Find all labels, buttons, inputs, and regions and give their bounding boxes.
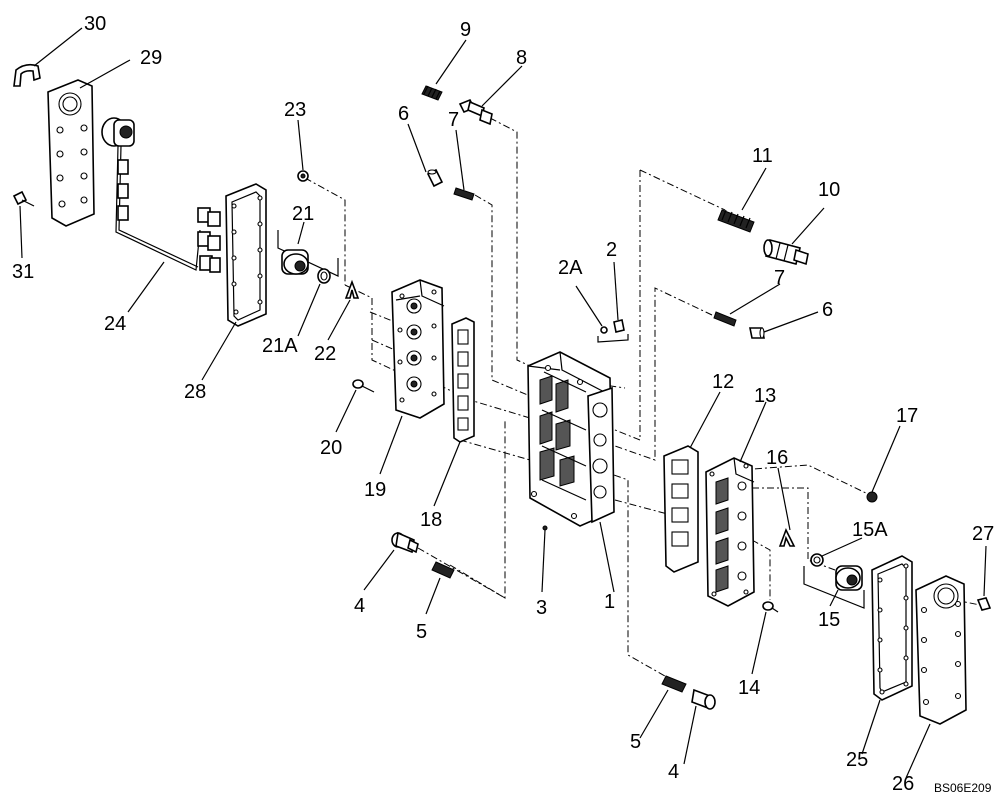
figure-code: BS06E209: [934, 781, 992, 795]
part-9-spring: [421, 85, 443, 101]
callout-25: 25: [846, 749, 868, 771]
part-13-valve-body: [705, 457, 755, 607]
callout-15: 15: [818, 609, 840, 631]
callout-10: 10: [818, 179, 840, 201]
callout-14: 14: [738, 677, 760, 699]
callout-2a: 2A: [558, 257, 583, 279]
callout-5-left: 5: [416, 621, 427, 643]
part-24-harness: [101, 117, 221, 273]
callout-20: 20: [320, 437, 342, 459]
callout-21a: 21A: [262, 335, 298, 357]
part-26-cover-plate: [915, 575, 967, 725]
callout-12: 12: [712, 371, 734, 393]
part-4-plug-bottom: [691, 688, 716, 710]
part-21a-o-ring: [317, 268, 331, 284]
callout-6-upper: 6: [398, 103, 409, 125]
callout-31: 31: [12, 261, 34, 283]
part-2a-ball: [600, 326, 608, 334]
callout-26: 26: [892, 773, 914, 795]
callout-bracket-2: [597, 334, 629, 343]
callout-5-bottom: 5: [630, 731, 641, 753]
part-20-screw: [352, 379, 375, 393]
part-18-separator-plate: [451, 317, 475, 443]
callout-8: 8: [516, 47, 527, 69]
callout-9: 9: [460, 19, 471, 41]
part-11-spring: [717, 209, 755, 233]
callout-30: 30: [84, 13, 106, 35]
part-4-plug: [391, 531, 419, 554]
callout-13: 13: [754, 385, 776, 407]
part-15a-o-ring: [810, 553, 824, 567]
part-10-valve-spool: [763, 239, 809, 266]
part-27-bolt: [976, 597, 992, 611]
callout-16: 16: [766, 447, 788, 469]
callout-17: 17: [896, 405, 918, 427]
part-15-solenoid: [803, 565, 865, 609]
part-6-plug: [426, 168, 444, 188]
leader-lines: [19, 27, 987, 779]
callout-11: 11: [752, 145, 773, 167]
callout-21: 21: [292, 203, 314, 225]
callout-28: 28: [184, 381, 206, 403]
part-7-spring-right: [713, 311, 737, 327]
callout-labels: 30 29 31 24 28 23 21 21A 22 20 19 18 4 5…: [12, 13, 994, 795]
callout-19: 19: [364, 479, 386, 501]
part-19-valve-body: [391, 279, 445, 419]
callout-18: 18: [420, 509, 442, 531]
part-29-cover-plate: [47, 79, 95, 227]
part-7-spring: [453, 187, 475, 201]
callout-6-right: 6: [822, 299, 833, 321]
part-1-main-valve-body: [527, 351, 615, 527]
part-2-plug: [613, 319, 625, 333]
part-6-plug-right: [749, 327, 765, 339]
assembly-lines: [304, 117, 981, 681]
part-31-bolt: [12, 190, 35, 207]
callout-7-right: 7: [774, 267, 785, 289]
callout-29: 29: [140, 47, 162, 69]
part-17-plug: [866, 491, 878, 503]
part-14-screw: [762, 601, 779, 613]
callout-2: 2: [606, 239, 617, 261]
callout-1: 1: [604, 591, 615, 613]
callout-22: 22: [314, 343, 336, 365]
part-3-pin: [542, 525, 548, 531]
callout-27: 27: [972, 523, 994, 545]
part-25-gasket: [871, 555, 913, 701]
callout-23: 23: [284, 99, 306, 121]
part-30-clip: [13, 63, 41, 87]
part-21-solenoid: [277, 230, 339, 277]
callout-7-upper: 7: [448, 109, 459, 131]
part-5-spring-bottom: [661, 675, 687, 693]
part-12-separator-plate: [663, 445, 699, 573]
callout-3: 3: [536, 597, 547, 619]
part-22-clip: [344, 279, 360, 299]
part-28-gasket: [225, 183, 267, 327]
part-8-valve: [458, 98, 493, 126]
callout-4-bottom: 4: [668, 761, 679, 783]
part-5-spring: [431, 561, 455, 579]
callout-15a: 15A: [852, 519, 888, 541]
callout-4-left: 4: [354, 595, 365, 617]
callout-24: 24: [104, 313, 126, 335]
part-23-plug: [297, 170, 309, 182]
part-16-clip: [778, 528, 796, 547]
